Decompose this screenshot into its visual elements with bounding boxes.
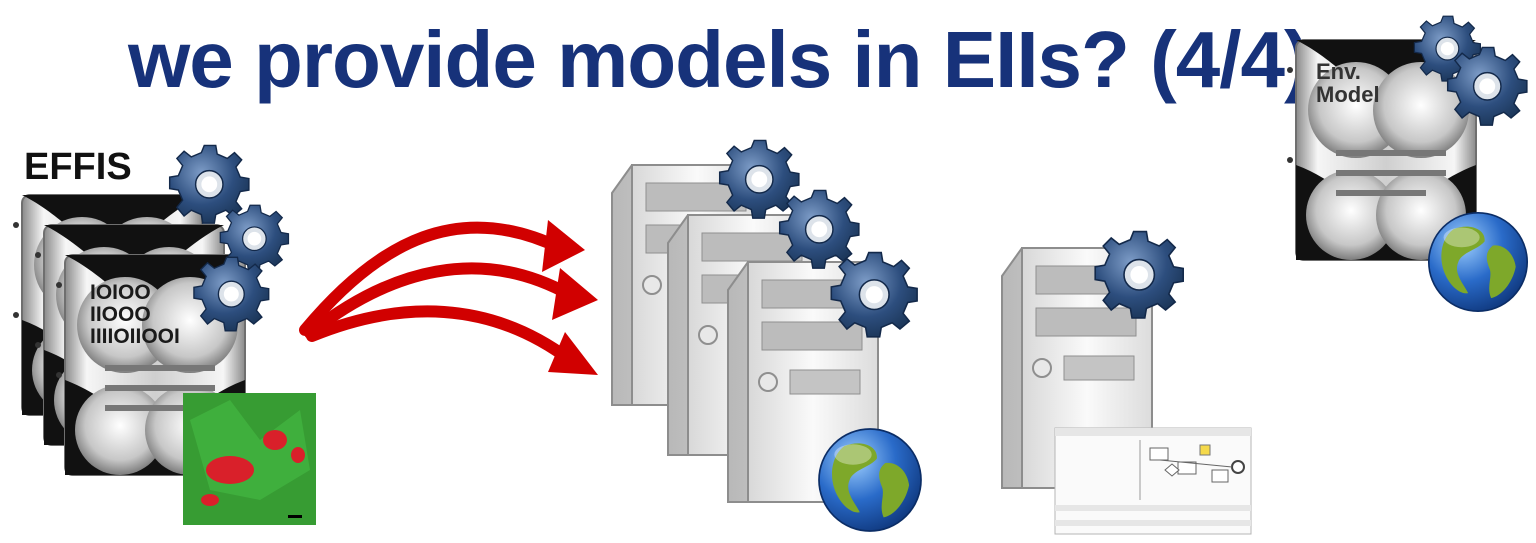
- globe-icon: [818, 428, 922, 532]
- gear-icon: [168, 144, 250, 224]
- gear-icon: [1446, 46, 1528, 126]
- gear-icon: [778, 189, 860, 269]
- effis-label: EFFIS: [24, 146, 132, 188]
- binary-text: IOIOO IIOOO IIIIOIIOOI: [90, 281, 180, 349]
- gear-icon: [830, 251, 918, 338]
- arrow-icon: [306, 305, 598, 375]
- globe-icon: [1427, 211, 1529, 313]
- workflow-diagram: [1054, 427, 1252, 535]
- binary-line: IOIOO: [90, 281, 151, 304]
- satellite-image: [183, 393, 316, 525]
- arrow-icon: [304, 262, 598, 339]
- gear-icon: [718, 139, 800, 219]
- env-model-label-line: Model: [1316, 82, 1380, 108]
- binary-line: IIOOO: [90, 303, 151, 327]
- gear-icon: [193, 256, 270, 332]
- arrow-icon: [299, 220, 585, 336]
- env-model-label: Env. Model: [1316, 60, 1380, 106]
- slide-title: we provide models in EIIs? (4/4): [128, 15, 1311, 104]
- binary-line: IIIIOIIOOI: [90, 325, 180, 349]
- gear-icon: [1094, 230, 1184, 319]
- env-model-label-line: Env.: [1316, 59, 1361, 84]
